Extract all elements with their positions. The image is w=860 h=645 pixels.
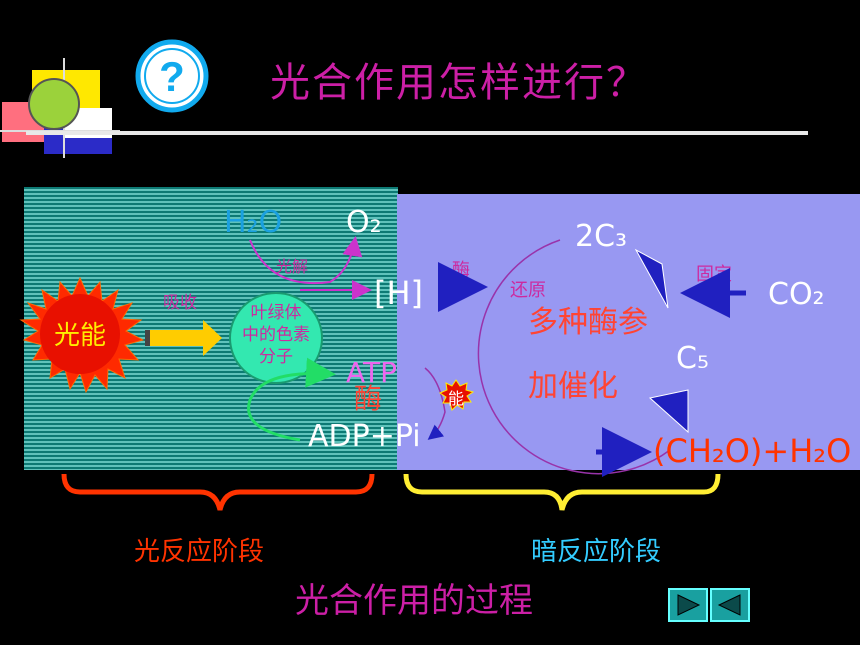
calvin-cycle-ring [477, 239, 671, 475]
c5-label: C₅ [676, 341, 709, 376]
dark-stage-brace [403, 473, 721, 511]
svg-text:?: ? [159, 53, 185, 100]
previous-slide-button[interactable] [710, 588, 750, 622]
hydrogen-label: [H] [374, 274, 423, 312]
dark-enzyme-label: 酶 [452, 260, 470, 281]
absorb-label: 吸收 [163, 293, 197, 313]
atp-label: ATP [346, 356, 397, 389]
atp-to-adp-arrow [424, 367, 446, 440]
dark-stage-label: 暗反应阶段 [531, 537, 661, 567]
diagram-caption: 光合作用的过程 [295, 581, 533, 621]
product-label: (CH₂O)+H₂O [653, 432, 851, 470]
energy-badge-icon [438, 379, 475, 411]
question-icon: ? [135, 39, 209, 113]
light-stage-label: 光反应阶段 [134, 537, 264, 567]
title-divider [26, 131, 808, 135]
fix-label: 固定 [696, 264, 732, 285]
pigment-label-2: 中的色素 [242, 325, 310, 345]
atp-cycle-arrow [247, 357, 336, 442]
next-slide-button[interactable] [668, 588, 708, 622]
atp-enzyme-label: 酶 [354, 382, 382, 415]
page-title: 光合作用怎样进行？ [270, 60, 648, 106]
reduce-label: 还原 [510, 280, 546, 301]
catalysis-label-1: 多种酶参 [528, 305, 648, 340]
pigment-label-3: 分子 [259, 347, 293, 367]
absorb-arrow [145, 320, 222, 356]
c3-label: 2C₃ [575, 219, 627, 254]
photolysis-label: 光解 [276, 257, 308, 276]
play-right-icon [677, 594, 701, 616]
dark-reaction-panel [397, 194, 860, 470]
water-label: H₂O [224, 205, 282, 240]
play-left-icon [717, 594, 741, 616]
product-to-c5-arrow [648, 389, 689, 434]
pigment-label-1: 叶绿体 [251, 303, 302, 323]
adp-label: ADP+Pi [308, 419, 421, 454]
photolysis-arrow [249, 236, 363, 284]
sun-label: 光能 [54, 321, 106, 351]
energy-badge-label: 能 [448, 389, 464, 408]
pigment-molecule [229, 292, 323, 384]
catalysis-label-2: 加催化 [528, 369, 618, 404]
oxygen-label: O₂ [346, 205, 382, 240]
light-stage-brace [61, 473, 375, 511]
co2-label: CO₂ [768, 277, 825, 312]
c5-to-c3-arrow [634, 248, 669, 309]
